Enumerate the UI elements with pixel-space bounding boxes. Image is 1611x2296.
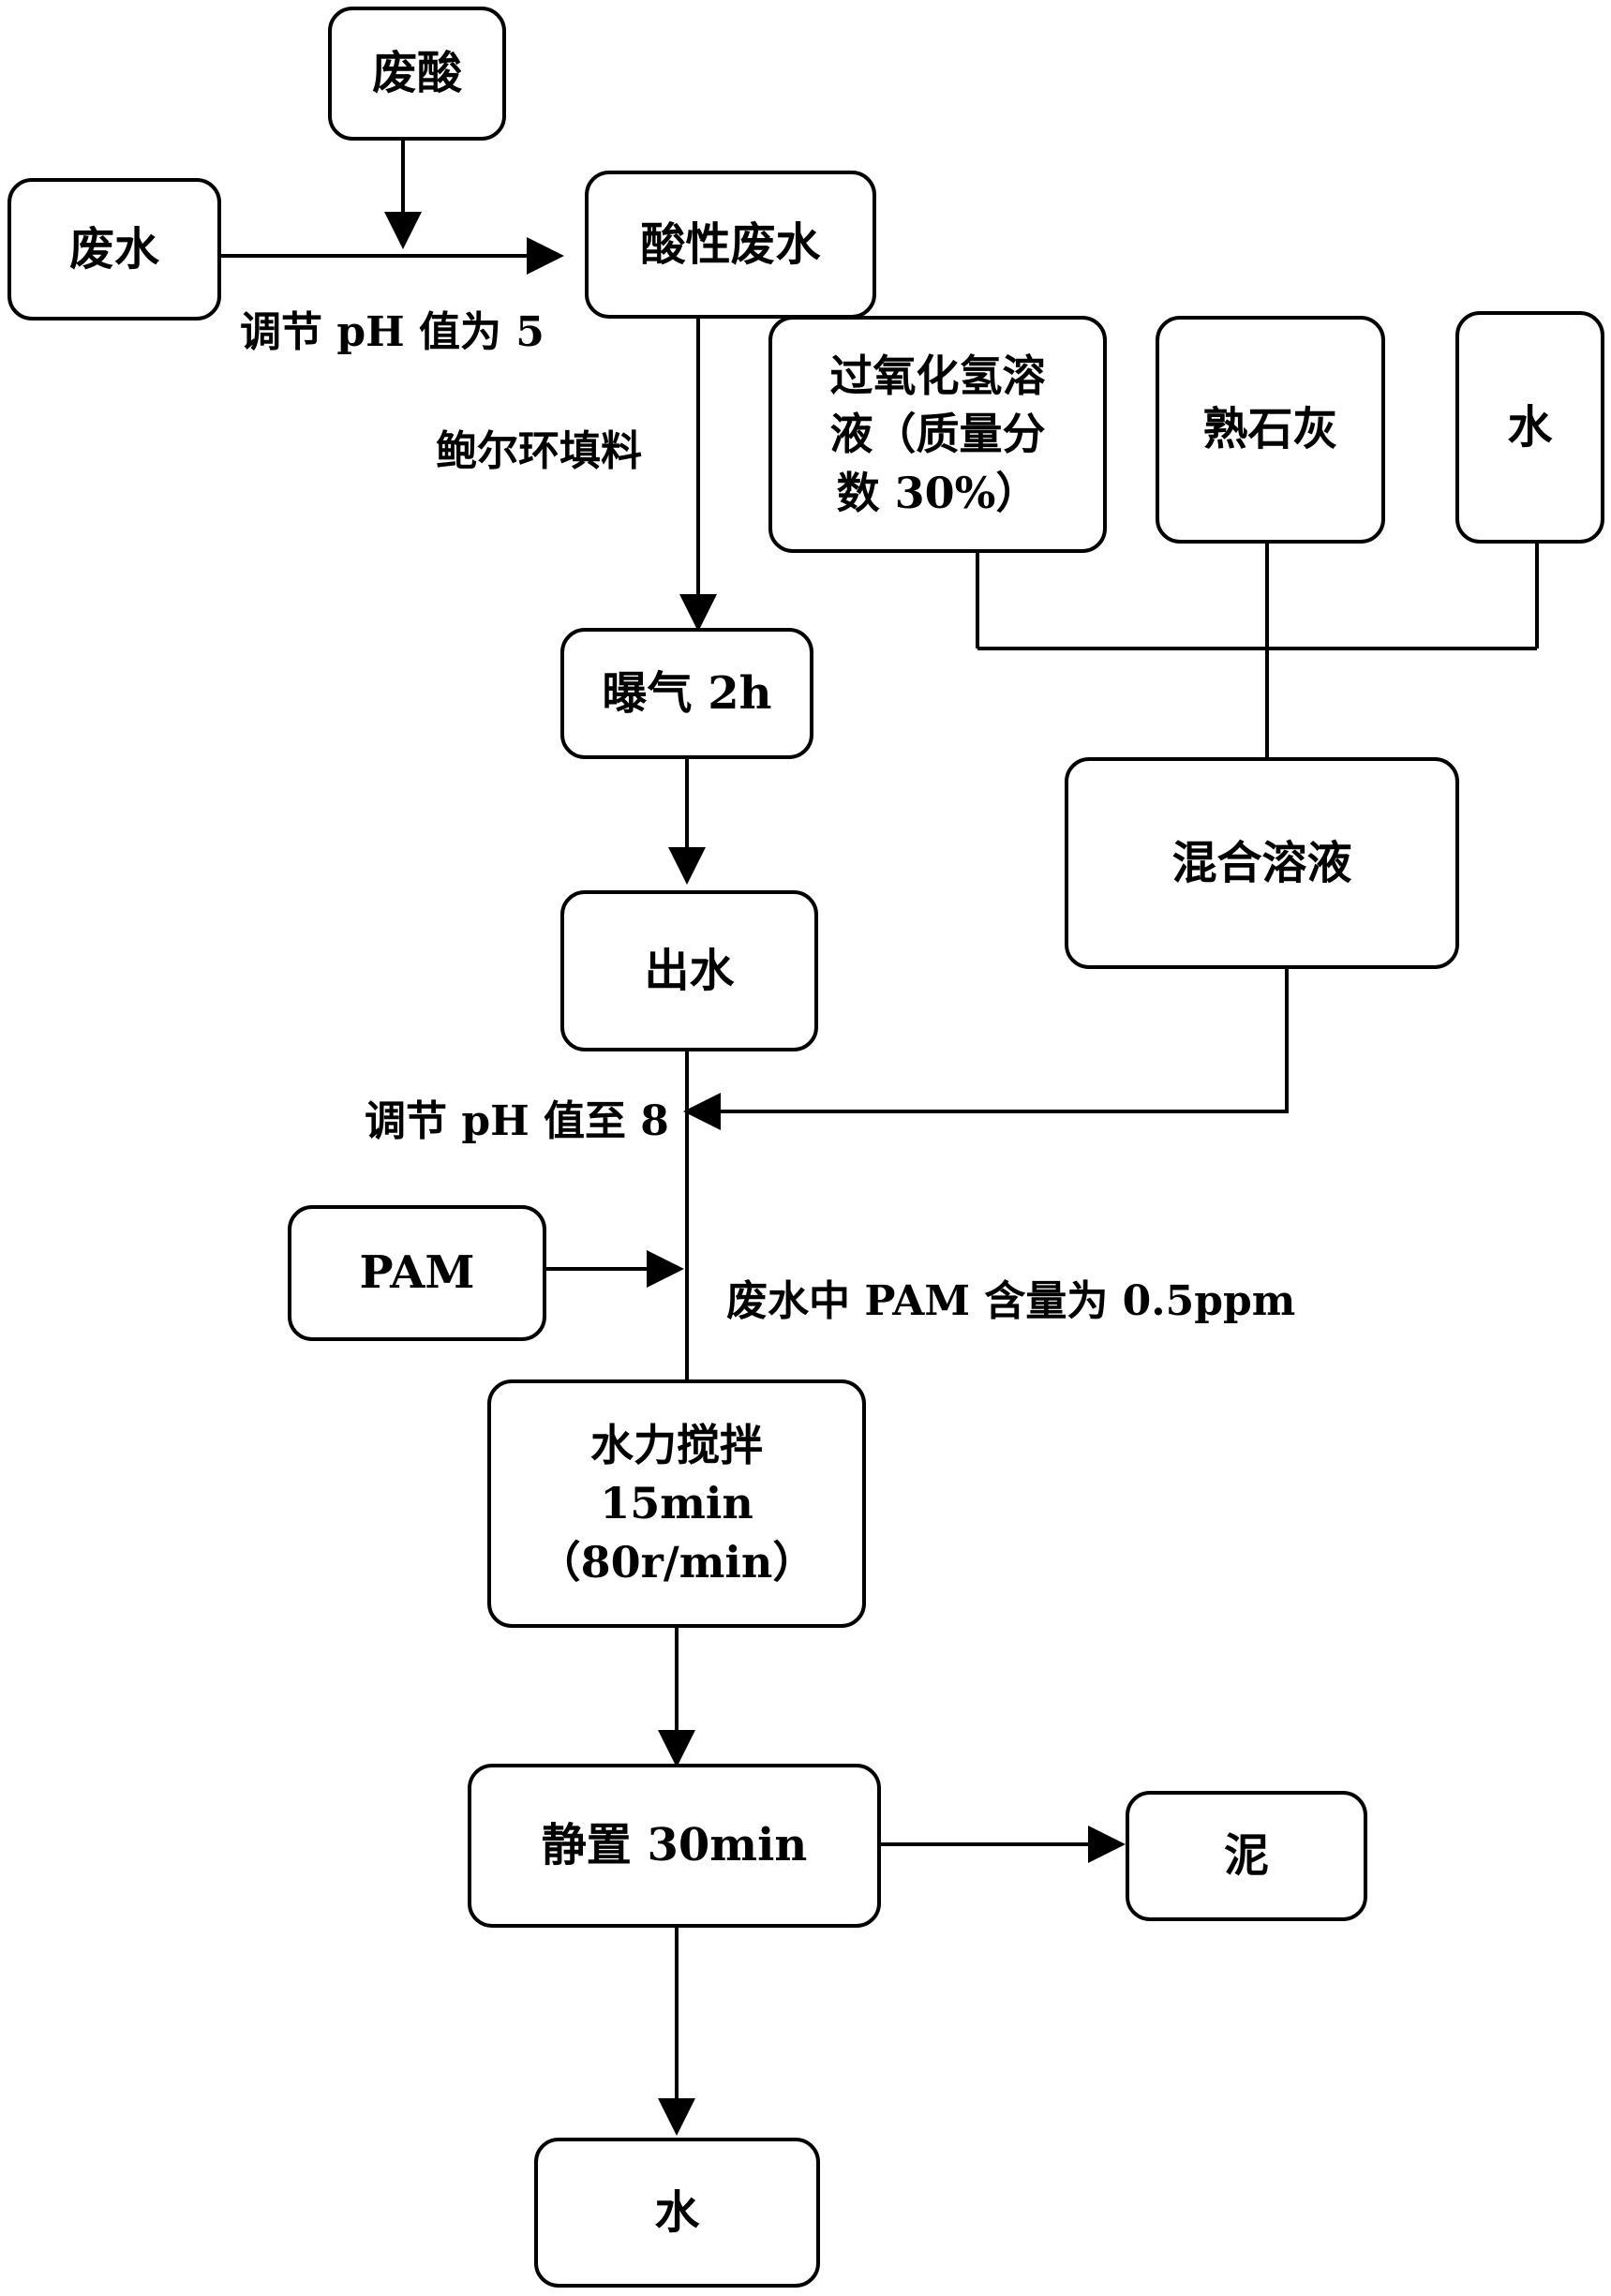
label-adjust-ph5: 调节 pH 值为 5 xyxy=(240,308,544,356)
node-hydraulic-stirring: 水力搅拌 15min （80r/min） xyxy=(487,1379,866,1628)
node-hydrogen-peroxide: 过氧化氢溶 液（质量分 数 30%） xyxy=(768,316,1107,553)
node-settle: 静置 30min xyxy=(468,1764,881,1928)
node-water-bottom-label: 水 xyxy=(654,2185,700,2239)
h2o2-line-2: 液（质量分 xyxy=(829,409,1046,460)
node-water-top: 水 xyxy=(1455,311,1604,544)
node-sludge: 泥 xyxy=(1126,1791,1367,1921)
node-hydraulic-stirring-text: 水力搅拌 15min （80r/min） xyxy=(538,1416,816,1590)
node-pam-label: PAM xyxy=(359,1246,475,1300)
label-adjust-ph8: 调节 pH 值至 8 xyxy=(365,1097,669,1145)
h2o2-line-3: 数 30%） xyxy=(836,467,1039,518)
label-pam-content: 废水中 PAM 含量为 0.5ppm xyxy=(726,1277,1296,1325)
node-waste-acid-label: 废酸 xyxy=(371,47,462,100)
node-waste-acid: 废酸 xyxy=(328,7,506,141)
node-pam: PAM xyxy=(288,1205,546,1341)
node-water-top-label: 水 xyxy=(1507,400,1553,454)
node-mixed-solution-label: 混合溶液 xyxy=(1171,836,1352,889)
stir-line-1: 水力搅拌 xyxy=(590,1420,763,1471)
node-effluent: 出水 xyxy=(560,890,818,1051)
node-slaked-lime: 熟石灰 xyxy=(1156,316,1385,544)
node-hydrogen-peroxide-text: 过氧化氢溶 液（质量分 数 30%） xyxy=(830,347,1046,521)
arrow-mixed-to-main xyxy=(683,969,1289,1130)
label-pall-ring: 鲍尔环填料 xyxy=(436,427,642,475)
h2o2-line-1: 过氧化氢溶 xyxy=(829,350,1046,402)
node-sludge-label: 泥 xyxy=(1223,1829,1269,1883)
node-acidic-wastewater: 酸性废水 xyxy=(585,171,876,319)
node-wastewater-label: 废水 xyxy=(68,222,159,276)
stir-line-3: （80r/min） xyxy=(537,1536,816,1588)
stir-line-2: 15min xyxy=(600,1478,753,1529)
node-acidic-wastewater-label: 酸性废水 xyxy=(640,217,821,271)
node-wastewater: 废水 xyxy=(7,178,221,321)
node-aeration-label: 曝气 2h xyxy=(602,666,772,720)
node-slaked-lime-label: 熟石灰 xyxy=(1202,403,1338,456)
node-water-bottom: 水 xyxy=(534,2138,820,2288)
node-aeration: 曝气 2h xyxy=(560,628,813,759)
node-mixed-solution: 混合溶液 xyxy=(1065,757,1459,969)
node-effluent-label: 出水 xyxy=(644,944,735,997)
node-settle-label: 静置 30min xyxy=(541,1819,808,1872)
